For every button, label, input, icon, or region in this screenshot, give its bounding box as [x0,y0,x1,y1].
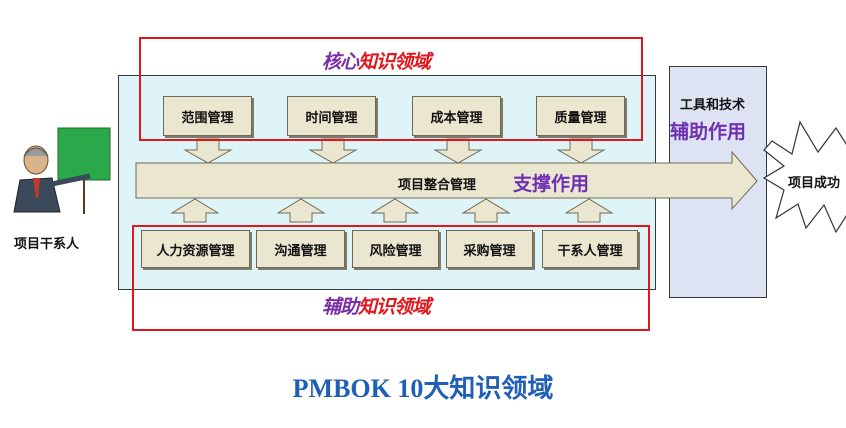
aux-up-arrow-4 [461,198,511,223]
integration-arrow [135,150,758,211]
stakeholder-label: 项目干系人 [14,236,80,251]
stakeholder-figure [13,127,111,214]
integration-label: 项目整合管理 [398,177,477,192]
auxiliary-region-frame [132,225,650,331]
auxiliary-region-label: 辅助知识领域 [322,292,431,319]
support-label: 支撑作用 [513,173,590,195]
core-box-time: 时间管理 [287,96,376,136]
success-label: 项目成功 [788,175,841,190]
core-down-arrow-4 [556,138,606,164]
diagram-caption: PMBOK 10大知识领域 [292,374,554,403]
tools-panel-title: 工具和技术 [680,97,746,112]
aux-box-procurement: 采购管理 [446,230,533,268]
aux-box-hr: 人力资源管理 [141,230,250,268]
auxiliary-region-label-part1: 辅助 [322,296,359,318]
core-box-quality: 质量管理 [536,96,625,136]
core-box-scope: 范围管理 [163,96,252,136]
core-region-label-part2: 知识领域 [358,51,431,73]
aux-box-communication: 沟通管理 [256,230,345,268]
core-down-arrow-2 [308,138,358,164]
core-down-arrow-3 [433,138,483,164]
tools-panel-subtitle: 辅助作用 [670,121,747,143]
aux-up-arrow-5 [564,198,614,223]
core-down-arrow-1 [183,138,233,164]
aux-up-arrow-1 [170,198,220,223]
auxiliary-region-label-part2: 知识领域 [358,296,431,318]
aux-box-risk: 风险管理 [352,230,439,268]
core-region-label-part1: 核心 [322,51,359,73]
aux-box-stakeholder: 干系人管理 [542,230,638,268]
aux-up-arrow-2 [276,198,326,223]
core-region-label: 核心知识领域 [322,47,431,74]
core-region-frame [139,37,643,141]
aux-up-arrow-3 [370,198,420,223]
success-starburst [762,120,846,234]
core-box-cost: 成本管理 [412,96,501,136]
